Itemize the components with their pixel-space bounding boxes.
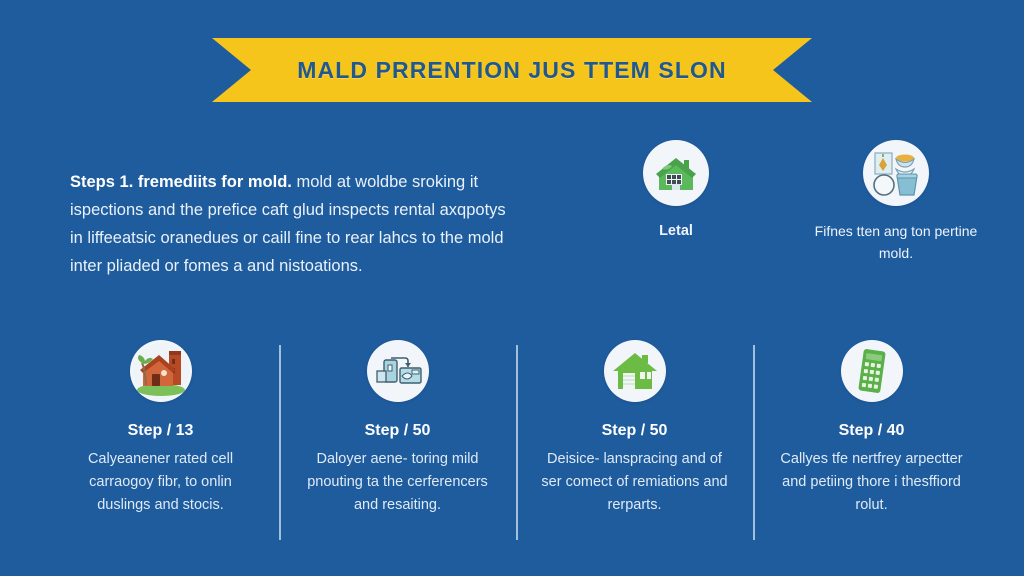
green-calculator-icon xyxy=(840,340,903,402)
step-title: Step / 50 xyxy=(364,422,431,439)
top-feature-caption: Fifnes tten ang ton pertine mold. xyxy=(814,223,978,261)
step-item: Step / 50 Deisice- lanspracing and of se… xyxy=(516,340,753,540)
step-title: Step / 13 xyxy=(127,422,194,439)
dehumidifier-equipment-icon xyxy=(366,340,429,402)
step-title: Step / 50 xyxy=(601,422,668,439)
banner-ribbon: MALD PRRENTION JUS TTEM SLON xyxy=(212,38,812,102)
intro-body: mold at woldbe sroking it ispections and… xyxy=(70,173,506,275)
step-item: Step / 40 Callyes tfe nertfrey arpectter… xyxy=(753,340,990,540)
intro-lead: Steps 1. fremediits for mold. xyxy=(70,173,292,191)
title-banner: MALD PRRENTION JUS TTEM SLON xyxy=(212,38,812,102)
top-feature-list: Letal Fifnes tten ang ton pertine mold. xyxy=(566,140,1006,264)
step-description: Callyes tfe nertfrey arpectter and petii… xyxy=(780,451,963,513)
step-description: Calyeanener rated cell carraogoy fibr, t… xyxy=(87,451,234,513)
cleaning-supplies-icon xyxy=(863,140,929,206)
orange-house-icon xyxy=(129,340,192,402)
top-feature-item: Letal xyxy=(566,140,786,264)
green-house-solid-icon xyxy=(603,340,666,402)
step-item: Step / 13 Calyeanener rated cell carraog… xyxy=(42,340,279,517)
intro-paragraph: Steps 1. fremediits for mold. mold at wo… xyxy=(70,168,522,280)
step-item: Step / 50 Daloyer aene- toring mild pnou… xyxy=(279,340,516,540)
step-description: Daloyer aene- toring mild pnouting ta th… xyxy=(307,451,488,513)
steps-row: Step / 13 Calyeanener rated cell carraog… xyxy=(42,340,992,540)
top-feature-item: Fifnes tten ang ton pertine mold. xyxy=(786,140,1006,264)
top-feature-caption: Letal xyxy=(659,223,693,239)
banner-title: MALD PRRENTION JUS TTEM SLON xyxy=(297,56,727,83)
step-title: Step / 40 xyxy=(838,422,905,439)
green-house-icon xyxy=(643,140,709,206)
step-description: Deisice- lanspracing and of ser comect o… xyxy=(541,451,728,513)
